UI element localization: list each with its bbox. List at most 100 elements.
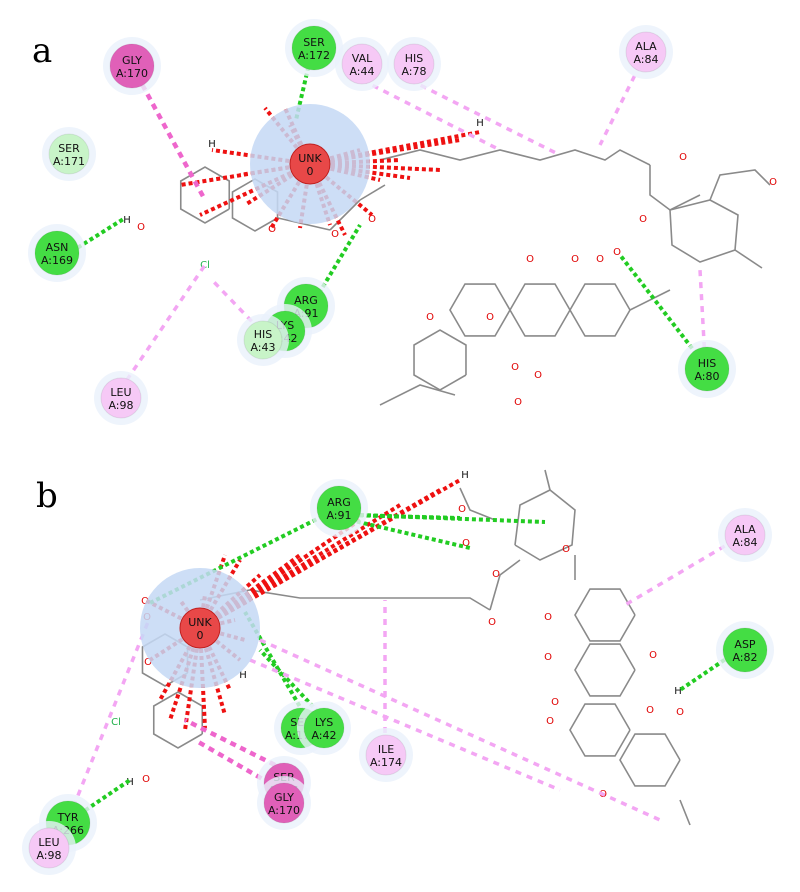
chlorine-atom: Cl bbox=[200, 260, 210, 271]
pi-interaction-line bbox=[249, 658, 561, 792]
residue-disc-icon bbox=[34, 230, 80, 276]
panel-label: b bbox=[36, 476, 58, 516]
ring-bond bbox=[574, 643, 636, 697]
metal-contact-line bbox=[309, 138, 461, 166]
pi-interaction-line bbox=[624, 538, 736, 607]
pi-interaction-line bbox=[598, 64, 642, 146]
residue-disc-icon bbox=[291, 25, 337, 71]
metal-number: 0 bbox=[307, 165, 314, 178]
oxygen-atom: O bbox=[769, 177, 777, 188]
pi-interaction-line bbox=[361, 78, 501, 152]
oxygen-atom: O bbox=[639, 214, 647, 225]
ring-bond bbox=[619, 733, 681, 787]
residue-disc-icon bbox=[28, 827, 70, 869]
residue-disc-icon bbox=[243, 320, 283, 360]
sugar-ring-bond bbox=[514, 489, 576, 561]
residue-number: A:172 bbox=[298, 49, 330, 62]
oxygen-atom: O bbox=[526, 254, 534, 265]
oxygen-atom: O bbox=[368, 214, 376, 225]
oxygen-atom: O bbox=[613, 247, 621, 258]
oxygen-atom: O bbox=[462, 538, 470, 549]
oxygen-atom: O bbox=[511, 362, 519, 373]
residue-number: A:91 bbox=[326, 509, 351, 522]
residue-name: LEU bbox=[110, 386, 131, 399]
pi-interaction-line bbox=[135, 73, 207, 202]
residue-disc-icon bbox=[303, 707, 345, 749]
ring-bond bbox=[413, 329, 467, 391]
residue-number: A:82 bbox=[732, 651, 757, 664]
residue-name: ALA bbox=[734, 523, 756, 536]
oxygen-atom: O bbox=[562, 544, 570, 555]
residue-name: ARG bbox=[327, 496, 351, 509]
residue-disc-icon bbox=[625, 31, 667, 73]
residue-number: A:78 bbox=[401, 65, 426, 78]
acetyl-bond bbox=[709, 169, 771, 201]
residue-disc-icon bbox=[722, 627, 768, 673]
pi-interaction-line bbox=[183, 717, 287, 773]
residue-name: ASN bbox=[46, 241, 69, 254]
oxygen-atom: O bbox=[514, 397, 522, 408]
oxygen-atom: O bbox=[492, 569, 500, 580]
bond bbox=[329, 199, 361, 231]
residue-number: A:44 bbox=[349, 65, 374, 78]
pi-interaction-line bbox=[259, 638, 661, 822]
residue-number: A:98 bbox=[36, 849, 61, 862]
bond bbox=[277, 217, 331, 231]
oxygen-atom: O bbox=[488, 617, 496, 628]
metal-contact-line bbox=[308, 163, 347, 236]
oxygen-atom: O bbox=[551, 697, 559, 708]
oxygen-atom: O bbox=[544, 612, 552, 623]
oxygen-atom: O bbox=[331, 229, 339, 240]
hydrogen-atom: H bbox=[476, 118, 484, 129]
oxygen-atom: O bbox=[544, 652, 552, 663]
metal-contact-line bbox=[198, 558, 242, 630]
pi-interaction-line bbox=[118, 264, 207, 391]
residue-name: GLY bbox=[122, 54, 142, 67]
hbond-line bbox=[64, 216, 127, 257]
residue-name: SER bbox=[303, 36, 325, 49]
oxygen-atom: O bbox=[486, 312, 494, 323]
residue-name: GLY bbox=[274, 791, 294, 804]
hbond-line bbox=[243, 610, 305, 714]
ring-bond bbox=[152, 691, 204, 749]
residue-disc-icon bbox=[48, 133, 90, 175]
hydrogen-atom: H bbox=[126, 777, 134, 788]
oxygen-atom: O bbox=[646, 705, 654, 716]
residue-name: ARG bbox=[294, 294, 318, 307]
oxygen-atom: O bbox=[596, 254, 604, 265]
metal-label: UNK bbox=[298, 152, 322, 165]
hbond-line bbox=[66, 778, 132, 824]
residue-number: A:170 bbox=[116, 67, 148, 80]
oxygen-atom: O bbox=[426, 312, 434, 323]
pi-interaction-line bbox=[409, 78, 561, 157]
residue-disc-icon bbox=[341, 43, 383, 85]
sugar-ring-bond bbox=[669, 199, 739, 263]
residue-number: A:170 bbox=[268, 804, 300, 817]
pi-interaction-line bbox=[193, 738, 292, 797]
acetyl-bond bbox=[459, 487, 496, 521]
hbond-line bbox=[359, 513, 546, 524]
hydrogen-atom: H bbox=[461, 470, 469, 481]
metal-number: 0 bbox=[197, 629, 204, 642]
hydrogen-atom: H bbox=[239, 670, 247, 681]
oxygen-atom: O bbox=[268, 224, 276, 235]
oxygen-atom: O bbox=[141, 596, 149, 607]
residue-number: A:169 bbox=[41, 254, 73, 267]
panel-label: a bbox=[32, 31, 52, 71]
residue-name: TYR bbox=[56, 811, 78, 824]
residue-name: HIS bbox=[405, 52, 424, 65]
residue-number: A:98 bbox=[108, 399, 133, 412]
ring-bond bbox=[509, 283, 571, 337]
chlorine-atom: Cl bbox=[111, 717, 121, 728]
residue-number: A:42 bbox=[311, 729, 336, 742]
residue-number: A:43 bbox=[250, 341, 275, 354]
bond bbox=[544, 469, 551, 491]
